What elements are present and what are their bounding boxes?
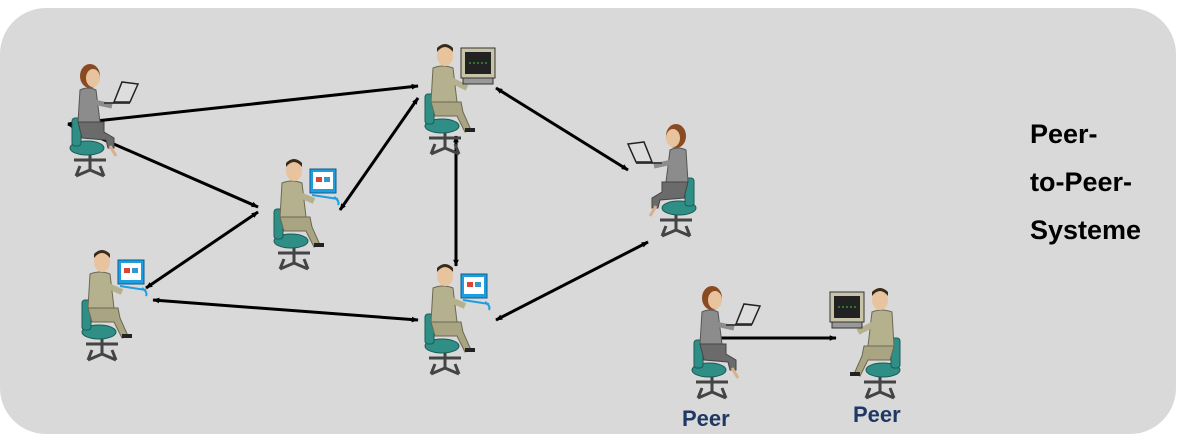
computer-user-icon <box>274 159 339 269</box>
connection-top-right <box>495 86 629 172</box>
title-line: Systeme <box>1030 215 1142 245</box>
connection-topleft-top <box>67 83 419 127</box>
connection-right-bottomcenter <box>495 240 649 322</box>
desktop-computer-user-icon <box>830 288 900 398</box>
woman-laptop-icon <box>692 286 760 398</box>
peer-label-left: Peer <box>682 406 730 431</box>
connection-middleleft-top <box>338 97 420 211</box>
connection-bottomleft-bottomcenter <box>152 297 419 323</box>
title-line: to-Peer- <box>1030 167 1133 197</box>
diagram-panel: Peer- to-Peer- Systeme Peer Peer <box>0 8 1176 434</box>
connection-middleleft-bottomleft <box>145 210 259 290</box>
peer-label-right: Peer <box>853 402 901 427</box>
network-diagram <box>67 8 1176 434</box>
computer-user-icon <box>82 250 147 360</box>
computer-user-icon <box>425 264 490 374</box>
desktop-computer-user-icon <box>425 44 495 154</box>
woman-laptop-icon <box>628 124 696 236</box>
title-line: Peer- <box>1030 119 1098 149</box>
